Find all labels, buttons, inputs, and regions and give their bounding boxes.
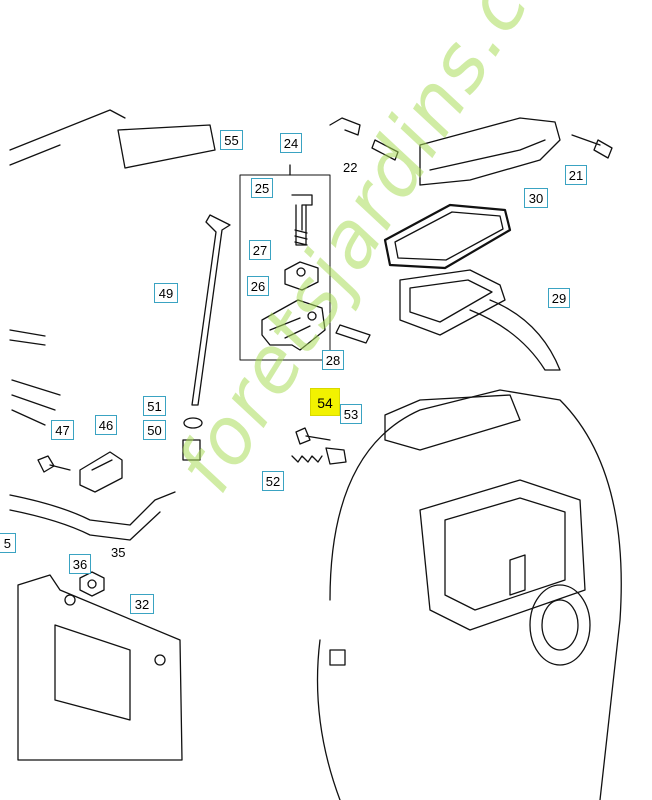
part-29-air-duct — [399, 269, 561, 371]
callout-50[interactable]: 50 — [143, 420, 166, 440]
callout-21[interactable]: 21 — [565, 165, 587, 185]
callout-32[interactable]: 32 — [130, 594, 154, 614]
callout-26[interactable]: 26 — [247, 276, 269, 296]
part-28-pin — [335, 324, 371, 344]
part-50-collar — [182, 439, 201, 461]
part-32-plate — [17, 574, 183, 761]
top-cover-part — [9, 109, 216, 169]
part-53-lever — [325, 447, 347, 465]
callout-54-highlighted[interactable]: 54 — [310, 388, 340, 416]
callout-29[interactable]: 29 — [548, 288, 570, 308]
part-36-nut — [79, 571, 105, 597]
callout-25[interactable]: 25 — [251, 178, 273, 198]
callout-53[interactable]: 53 — [340, 404, 362, 424]
part-25-screw — [291, 194, 313, 246]
part-54-bolt — [295, 427, 331, 445]
callout-46[interactable]: 46 — [95, 415, 117, 435]
part-21-handle — [419, 117, 561, 186]
part-47-bolt — [37, 455, 71, 473]
part-51-washer — [183, 417, 203, 429]
callout-52[interactable]: 52 — [262, 471, 284, 491]
callout-5[interactable]: 5 — [0, 533, 16, 553]
part-49-rod — [191, 214, 231, 406]
part-26-bracket — [261, 299, 326, 351]
part-22-pin — [329, 117, 399, 161]
callout-24[interactable]: 24 — [280, 133, 302, 153]
callout-49[interactable]: 49 — [154, 283, 178, 303]
self-tapping-screw — [571, 134, 613, 159]
label-35[interactable]: 35 — [111, 545, 126, 560]
callout-36[interactable]: 36 — [69, 554, 91, 574]
callout-51[interactable]: 51 — [143, 396, 166, 416]
callout-30[interactable]: 30 — [524, 188, 548, 208]
callout-55[interactable]: 55 — [220, 130, 243, 150]
callout-28[interactable]: 28 — [322, 350, 344, 370]
part-30-gasket — [383, 203, 512, 270]
label-22[interactable]: 22 — [343, 160, 358, 175]
engine-housing — [316, 389, 622, 800]
part-27-nut — [284, 261, 319, 291]
part-52-spring — [291, 455, 323, 463]
cables-left — [9, 329, 176, 541]
callout-27[interactable]: 27 — [249, 240, 271, 260]
callout-47[interactable]: 47 — [51, 420, 74, 440]
part-46-clip — [79, 451, 123, 493]
